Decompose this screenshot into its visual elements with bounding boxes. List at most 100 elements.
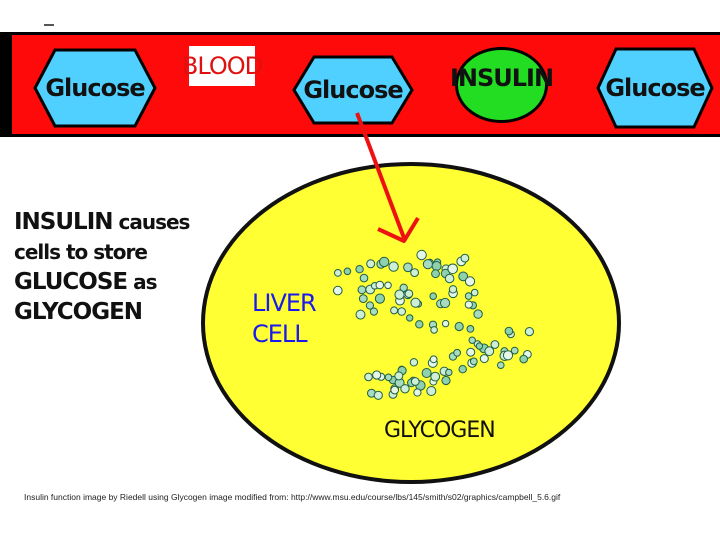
- glycogen-bead: [410, 377, 420, 386]
- glycogen-bead: [502, 350, 514, 361]
- glycogen-bead: [422, 259, 433, 270]
- glycogen-bead: [410, 297, 421, 308]
- glucose-word: GLUCOSE: [14, 269, 128, 295]
- glycogen-bead: [372, 370, 382, 380]
- glycogen-bead: [448, 285, 458, 294]
- glycogen-bead: [458, 271, 469, 282]
- glycogen-bead: [400, 384, 410, 394]
- glycogen-bead: [355, 265, 364, 274]
- glycogen-bead: [397, 307, 407, 316]
- glycogen-bead: [421, 368, 432, 378]
- hexagon-shape-icon: [33, 48, 157, 128]
- hexagon-shape-icon: [596, 47, 714, 129]
- glycogen-bead: [440, 297, 451, 309]
- glycogen-bead: [406, 314, 414, 322]
- glycogen-bead: [375, 280, 385, 290]
- glycogen-bead: [384, 281, 392, 290]
- glycogen-word: GLYCOGEN: [14, 299, 143, 325]
- glycogen-bead: [430, 371, 441, 382]
- glycogen-bead: [444, 273, 455, 284]
- glucose-molecule-3: Glucose: [596, 47, 714, 129]
- glycogen-bead: [390, 385, 400, 395]
- glucose-molecule-1: Glucose: [33, 48, 157, 128]
- glycogen-bead: [426, 386, 437, 396]
- glucose-molecule-2: Glucose: [292, 55, 414, 125]
- glycogen-bead: [458, 365, 467, 374]
- glycogen-bead: [431, 269, 440, 279]
- glycogen-bead: [510, 346, 519, 355]
- glycogen-bead: [343, 267, 352, 276]
- glycogen-bead: [460, 253, 470, 263]
- glycogen-bead: [413, 388, 422, 397]
- glycogen-bead: [404, 289, 414, 299]
- glycogen-bead: [359, 273, 369, 283]
- glycogen-bead: [519, 354, 529, 364]
- glycogen-bead: [365, 301, 374, 310]
- glycogen-bead: [464, 276, 476, 287]
- glycogen-bead: [468, 336, 476, 344]
- glycogen-bead: [447, 263, 459, 275]
- glycogen-bead: [441, 375, 451, 386]
- glycogen-bead: [366, 259, 376, 269]
- glycogen-bead: [358, 294, 368, 304]
- glycogen-bead: [379, 256, 390, 268]
- glycogen-bead: [384, 373, 393, 382]
- blood-label: BLOOD: [182, 46, 263, 86]
- glycogen-bead: [364, 372, 373, 382]
- glycogen-bead: [357, 285, 367, 295]
- glycogen-bead: [464, 300, 473, 309]
- glycogen-bead: [454, 321, 464, 332]
- explanation-line-2: cells to store: [14, 240, 148, 264]
- insulin-word: INSULIN: [14, 209, 114, 235]
- glycogen-bead: [504, 326, 514, 336]
- glycogen-bead: [333, 285, 343, 296]
- glycogen-bead: [475, 342, 484, 350]
- liver-cell-label: LIVER CELL: [252, 288, 317, 350]
- glycogen-bead: [409, 358, 419, 367]
- glycogen-bead: [410, 268, 420, 278]
- glycogen-label: GLYCOGEN: [384, 418, 496, 443]
- glycogen-bead: [429, 292, 438, 301]
- glycogen-bead: [441, 319, 450, 328]
- glycogen-bead: [388, 261, 399, 272]
- glycogen-bead: [394, 289, 405, 300]
- glycogen-bead: [415, 320, 424, 329]
- liver-cell: [201, 162, 621, 484]
- glycogen-bead: [490, 340, 500, 349]
- glycogen-bead: [369, 307, 378, 316]
- glycogen-bead: [399, 283, 408, 292]
- glycogen-bead: [466, 347, 476, 357]
- glycogen-bead: [374, 293, 385, 304]
- glucose-label-3: Glucose: [605, 74, 705, 102]
- glycogen-bead: [453, 348, 462, 357]
- glycogen-bead: [431, 261, 442, 271]
- glycogen-bead: [403, 262, 413, 273]
- glycogen-bead: [429, 355, 438, 364]
- glycogen-bead: [484, 346, 495, 357]
- glycogen-bead: [464, 292, 473, 300]
- glycogen-bead: [524, 327, 535, 337]
- explanation-text: INSULIN causes cells to store GLUCOSE as…: [14, 207, 190, 327]
- glycogen-bead: [416, 249, 427, 261]
- glycogen-bead: [497, 361, 505, 370]
- glucose-label-1: Glucose: [45, 74, 145, 102]
- glycogen-bead: [430, 326, 438, 334]
- glycogen-bead: [469, 357, 478, 366]
- causes-word: causes: [112, 210, 190, 234]
- glycogen-bead: [373, 390, 383, 400]
- glycogen-bead: [466, 325, 475, 333]
- glycogen-bead: [473, 309, 483, 319]
- glycogen-bead: [470, 288, 479, 297]
- glycogen-bead: [479, 354, 489, 364]
- liver-label-line-2: CELL: [252, 320, 308, 348]
- as-word: as: [127, 270, 157, 294]
- glycogen-bead: [394, 371, 404, 381]
- glycogen-bead: [390, 306, 399, 315]
- glycogen-bead: [334, 269, 342, 277]
- hexagon-shape-icon: [292, 55, 414, 125]
- glycogen-bead: [445, 368, 453, 377]
- glycogen-bead: [355, 309, 366, 320]
- insulin-molecule: INSULIN: [450, 47, 554, 123]
